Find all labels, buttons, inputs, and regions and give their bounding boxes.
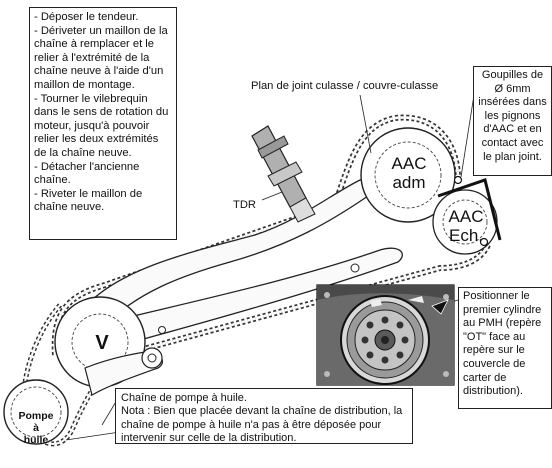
pompe-line3: huile (23, 434, 49, 446)
tensioner-tdr (251, 125, 316, 223)
oil-pump-label: Pompe à huile (11, 410, 61, 446)
fixed-guide (123, 247, 403, 341)
step-5: - Riveter le maillon de chaîne neuve. (34, 187, 143, 214)
step-2: - Dériveter un maillon de la chaîne à re… (34, 24, 168, 91)
joint-plane-line (437, 178, 502, 241)
step-1: - Déposer le tendeur. (34, 11, 139, 23)
aac-ech-line2: Ech. (448, 226, 484, 245)
aac-adm-label: AAC adm (386, 154, 432, 192)
aac-adm-line1: AAC (391, 154, 427, 173)
aac-adm-line2: adm (392, 173, 426, 192)
ot-mark-photo (316, 284, 455, 386)
pump-chain-note-box: Chaîne de pompe à huile. Nota : Bien que… (115, 388, 413, 444)
oil-pump-sprocket (3, 379, 69, 445)
goupilles-note-box: Goupilles de Ø 6mm insérées dans les pig… (473, 66, 552, 176)
pmh-note-box: Positionner le premier cylindre au PMH (… (458, 287, 552, 409)
procedure-steps-box: - Déposer le tendeur. - Dériveter un mai… (29, 7, 177, 240)
aac-ech-label: AAC Ech. (440, 207, 492, 245)
pin-adm-icon (453, 175, 463, 185)
pin-ech-icon (479, 237, 489, 247)
step-4: - Détacher l'ancienne chaîne. (34, 160, 140, 187)
pump-chain-note-line1: Chaîne de pompe à huile. (121, 392, 247, 404)
plan-joint-label: Plan de joint culasse / couvre-culasse (251, 80, 439, 92)
pump-chain-note-line2: Nota : Bien que placée devant la chaîne … (121, 405, 403, 445)
pompe-line2: à (33, 422, 39, 434)
aac-adm-sprocket (360, 127, 456, 223)
pompe-line1: Pompe (18, 410, 54, 422)
plan-joint-leader (359, 94, 372, 154)
aac-ech-line1: AAC (448, 207, 484, 226)
tdr-label: TDR (233, 199, 256, 211)
pump-note-leader-2 (65, 431, 121, 441)
goupilles-leader (460, 94, 475, 178)
step-3: - Tourner le vilebrequin dans le sens de… (34, 92, 169, 159)
tdr-leader (261, 191, 283, 201)
crankshaft-label: V (95, 332, 109, 354)
